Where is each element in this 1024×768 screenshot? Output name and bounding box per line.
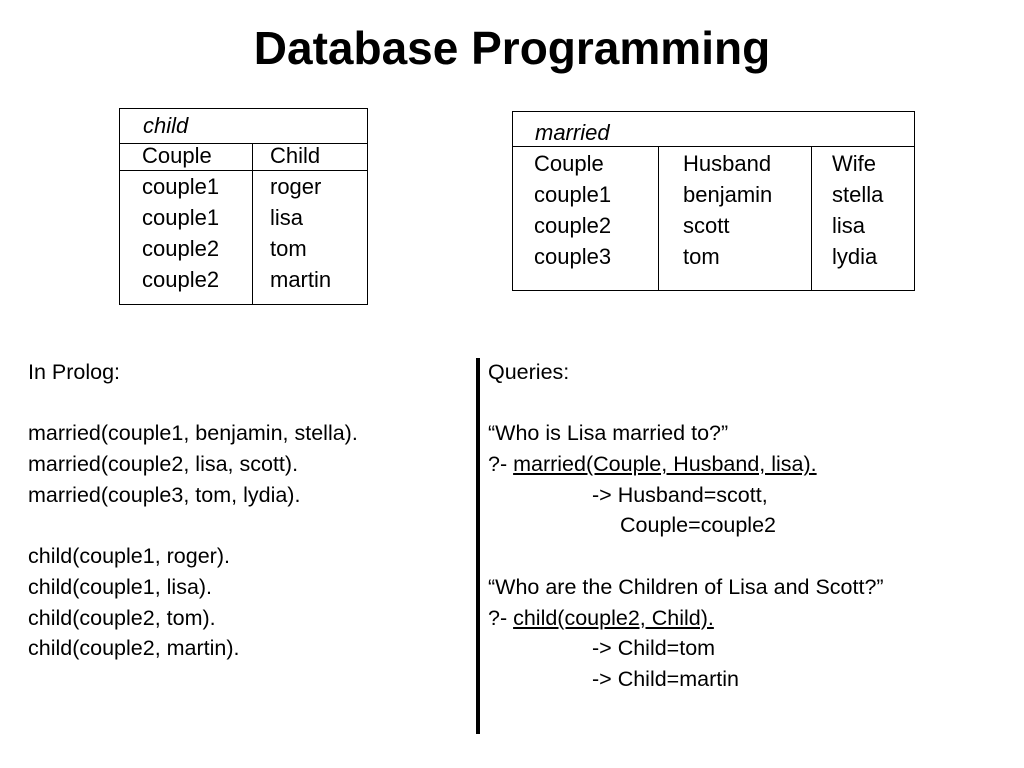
- married-cell: benjamin: [683, 182, 773, 207]
- married-cell: couple3: [534, 244, 612, 269]
- child-caption-divider: [120, 143, 367, 144]
- queries-column: Queries: “Who is Lisa married to?” ?- ma…: [488, 357, 884, 695]
- married-caption-divider: [513, 146, 914, 147]
- query-text: child(couple2, Child).: [513, 605, 714, 630]
- child-cell: martin: [270, 267, 332, 292]
- married-cell: tom: [683, 244, 720, 269]
- queries-heading: Queries:: [488, 360, 570, 384]
- prolog-heading: In Prolog:: [28, 360, 121, 384]
- married-fact: married(couple1, benjamin, stella).: [28, 421, 358, 446]
- married-cell: lydia: [832, 244, 878, 269]
- query-answer: -> Child=martin: [592, 666, 739, 691]
- married-header-husband: Husband: [683, 151, 772, 176]
- query-prompt: ?-: [488, 605, 514, 630]
- query-prompt: ?-: [488, 452, 514, 477]
- child-cell: couple2: [142, 267, 220, 292]
- married-header-wife: Wife: [832, 151, 876, 176]
- child-cell: tom: [270, 236, 307, 261]
- child-header-divider: [120, 170, 367, 171]
- child-table-caption: child: [143, 113, 189, 138]
- spacer: [28, 510, 358, 541]
- query-line: ?- married(Couple, Husband, lisa).: [488, 449, 884, 480]
- slide-title: Database Programming: [253, 22, 771, 74]
- child-fact: child(couple1, lisa).: [28, 574, 213, 599]
- married-column-divider-1: [658, 146, 659, 290]
- query-answer: Couple=couple2: [620, 513, 777, 538]
- married-fact: married(couple3, tom, lydia).: [28, 482, 301, 507]
- married-header-couple: Couple: [534, 151, 604, 176]
- query-text: married(Couple, Husband, lisa).: [513, 452, 817, 477]
- column-divider: [476, 358, 480, 734]
- married-cell: stella: [832, 182, 884, 207]
- child-header-couple: Couple: [142, 143, 212, 168]
- married-cell: scott: [683, 213, 730, 238]
- spacer: [28, 388, 358, 419]
- child-column-divider: [252, 143, 253, 304]
- child-cell: couple1: [142, 205, 220, 230]
- spacer: [488, 388, 884, 419]
- query-question: “Who is Lisa married to?”: [488, 421, 729, 446]
- married-cell: couple1: [534, 182, 612, 207]
- spacer: [488, 541, 884, 572]
- child-cell: couple1: [142, 174, 220, 199]
- child-cell: roger: [270, 174, 322, 199]
- married-fact: married(couple2, lisa, scott).: [28, 452, 299, 477]
- child-fact: child(couple1, roger).: [28, 544, 230, 569]
- married-cell: couple2: [534, 213, 612, 238]
- child-cell: couple2: [142, 236, 220, 261]
- query-answer: -> Child=tom: [592, 636, 716, 661]
- query-answer: -> Husband=scott,: [592, 482, 768, 507]
- child-fact: child(couple2, martin).: [28, 636, 240, 661]
- child-header-child: Child: [270, 143, 321, 168]
- child-table: child Couple Child couple1 roger couple1…: [119, 108, 368, 305]
- married-column-divider-2: [811, 146, 812, 290]
- query-question: “Who are the Children of Lisa and Scott?…: [488, 574, 884, 599]
- married-cell: lisa: [832, 213, 866, 238]
- prolog-column: In Prolog: married(couple1, benjamin, st…: [28, 357, 358, 664]
- married-table-caption: married: [535, 120, 610, 145]
- married-table: married Couple Husband Wife couple1 benj…: [512, 111, 915, 291]
- child-fact: child(couple2, tom).: [28, 605, 216, 630]
- query-line: ?- child(couple2, Child).: [488, 603, 884, 634]
- child-cell: lisa: [270, 205, 304, 230]
